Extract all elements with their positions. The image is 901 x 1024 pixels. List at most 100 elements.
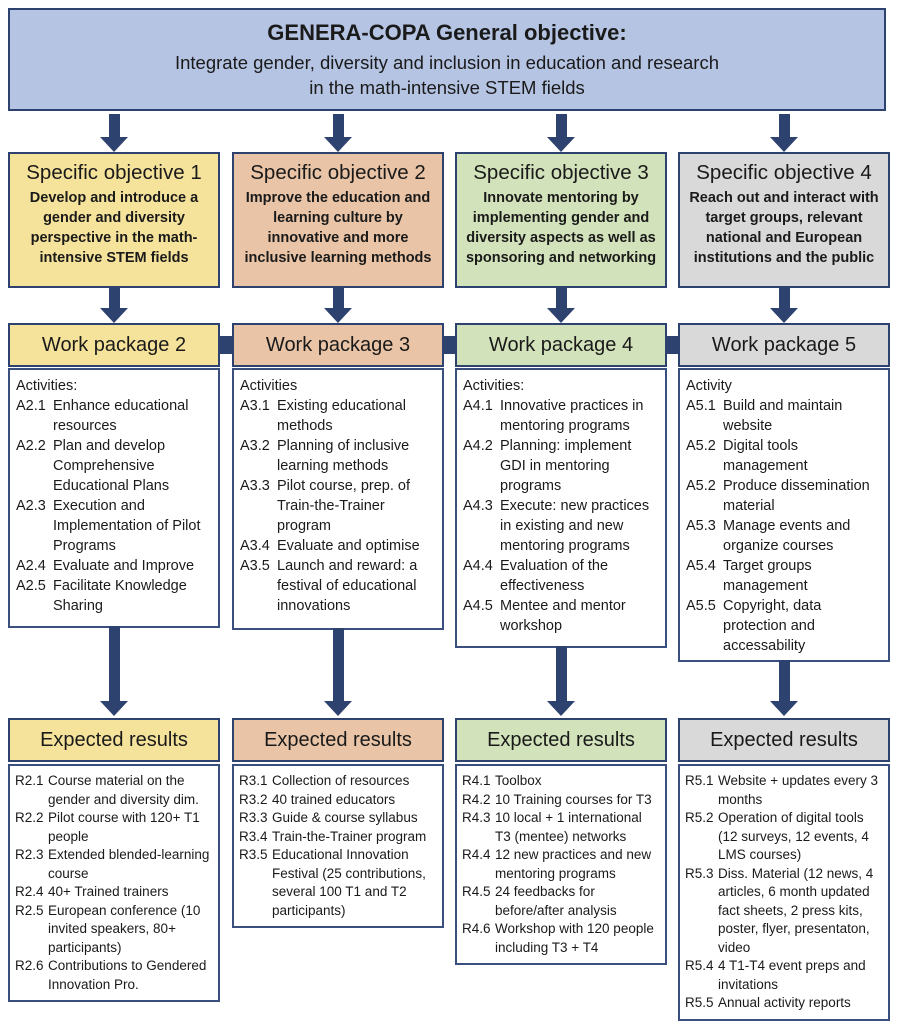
activity-id: A4.4 xyxy=(463,558,493,574)
activity-text: Planning: implement GDI in mentoring pro… xyxy=(500,438,632,494)
result-text: Train-the-Trainer program xyxy=(272,828,427,844)
specific-objective-title: Specific objective 1 xyxy=(26,161,202,184)
activity-text: Target groups management xyxy=(723,558,812,594)
result-id: R5.3 xyxy=(685,865,714,881)
down-arrow xyxy=(769,288,799,323)
result-text: European conference (10 invited speakers… xyxy=(48,902,201,955)
result-text: 24 feedbacks for before/after analysis xyxy=(495,884,617,918)
work-package-header: Work package 2 xyxy=(8,323,220,367)
activity-text: Manage events and organize courses xyxy=(723,518,851,554)
activity-text: Build and maintain website xyxy=(723,398,843,434)
down-arrow-head-icon xyxy=(100,701,128,716)
specific-objective-box: Specific objective 1 Develop and introdu… xyxy=(8,152,220,288)
activity-id: A2.5 xyxy=(16,578,46,594)
down-arrow-shaft xyxy=(555,646,567,701)
activity-id: A2.2 xyxy=(16,438,46,454)
activity-id: A5.4 xyxy=(686,558,716,574)
activity-text: Mentee and mentor workshop xyxy=(500,598,626,634)
down-arrow-head-icon xyxy=(770,701,798,716)
specific-objective-text: Reach out and interact with target group… xyxy=(689,190,879,266)
result-text: 10 Training courses for T3 xyxy=(495,791,652,807)
specific-objective-box: Specific objective 2 Improve the educati… xyxy=(232,152,444,288)
result-text: 40 trained educators xyxy=(272,791,396,807)
down-arrow-head-icon xyxy=(100,308,128,323)
activity-id: A3.4 xyxy=(240,538,270,554)
specific-objective-text: Develop and introduce a gender and diver… xyxy=(29,190,199,266)
result-text: Diss. Material (12 news, 4 articles, 6 m… xyxy=(718,865,874,955)
general-objective-subtitle-line1: Integrate gender, diversity and inclusio… xyxy=(174,51,720,73)
down-arrow-shaft xyxy=(332,114,344,137)
activity-id: A4.1 xyxy=(463,398,493,414)
down-arrow-shaft xyxy=(555,114,567,137)
result-text: Course material on the gender and divers… xyxy=(48,773,199,807)
down-arrow-head-icon xyxy=(100,137,128,152)
specific-objective-text: Innovate mentoring by implementing gende… xyxy=(465,190,657,266)
result-text: 4 T1-T4 event preps and invitations xyxy=(718,958,866,992)
wp-connector xyxy=(663,336,679,354)
result-id: R3.1 xyxy=(239,773,268,788)
expected-results-header: Expected results xyxy=(8,718,220,762)
general-objective-title: GENERA-COPA General objective: xyxy=(267,19,627,45)
activity-id: A3.1 xyxy=(240,398,270,414)
activity-text: Evaluate and Improve xyxy=(53,558,195,574)
general-objective-subtitle-line2: in the math-intensive STEM fields xyxy=(309,76,585,98)
activities-label: Activities: xyxy=(463,378,525,394)
activities-label: Activities: xyxy=(16,378,78,394)
down-arrow-shaft xyxy=(108,114,120,137)
activity-text: Planning of inclusive learning methods xyxy=(277,438,410,474)
activity-text: Existing educational methods xyxy=(277,398,406,434)
down-arrow-head-icon xyxy=(324,701,352,716)
down-arrow-shaft xyxy=(332,288,344,308)
result-id: R3.5 xyxy=(239,847,268,862)
result-text: Operation of digital tools (12 surveys, … xyxy=(718,810,869,862)
down-arrow-shaft xyxy=(778,288,790,308)
result-id: R3.4 xyxy=(239,828,268,844)
result-text: 40+ Trained trainers xyxy=(48,884,169,899)
activity-id: A3.5 xyxy=(240,558,270,574)
down-arrow xyxy=(546,114,576,152)
result-text: Pilot course with 120+ T1 people xyxy=(48,810,200,844)
specific-objective-title: Specific objective 3 xyxy=(473,161,649,184)
down-arrow xyxy=(323,114,353,152)
down-arrow-shaft xyxy=(108,288,120,308)
down-arrow-shaft xyxy=(778,114,790,137)
down-arrow-shaft xyxy=(555,288,567,308)
activity-text: Copyright, data protection and accessabi… xyxy=(723,598,822,654)
activities-label: Activity xyxy=(686,378,732,394)
activity-text: Execution and Implementation of Pilot Pr… xyxy=(53,498,201,554)
activity-item: A5.4 Target groups management xyxy=(686,556,882,596)
down-arrow-shaft xyxy=(108,626,120,701)
result-text: Website + updates every 3 months xyxy=(718,773,878,807)
result-text: Collection of resources xyxy=(272,773,410,788)
result-id: R4.3 xyxy=(462,810,491,825)
specific-objective-box: Specific objective 4 Reach out and inter… xyxy=(678,152,890,288)
